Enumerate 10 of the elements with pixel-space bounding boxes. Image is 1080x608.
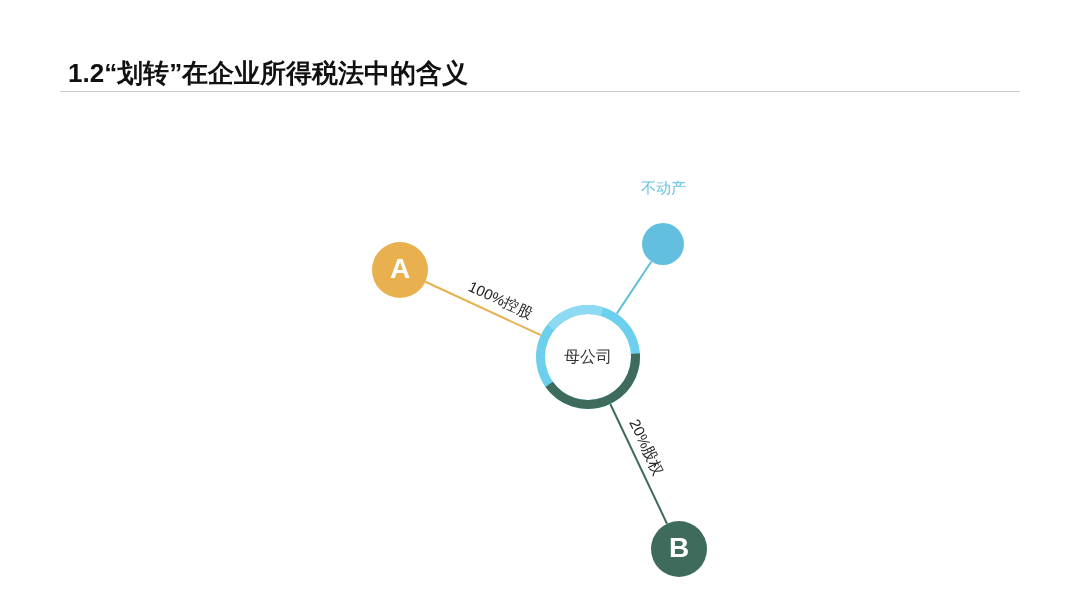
edge-label: 20%股权	[625, 415, 668, 479]
connector-line	[424, 280, 542, 337]
slide-title: 1.2“划转”在企业所得税法中的含义	[68, 57, 469, 90]
edge-label: 100%控股	[465, 277, 536, 324]
node-label: A	[389, 253, 411, 285]
connector-line	[609, 403, 668, 525]
connector-line	[615, 260, 653, 315]
node-label: 不动产	[640, 179, 686, 198]
node-label: 母公司	[564, 346, 612, 367]
node-label: B	[668, 532, 690, 564]
